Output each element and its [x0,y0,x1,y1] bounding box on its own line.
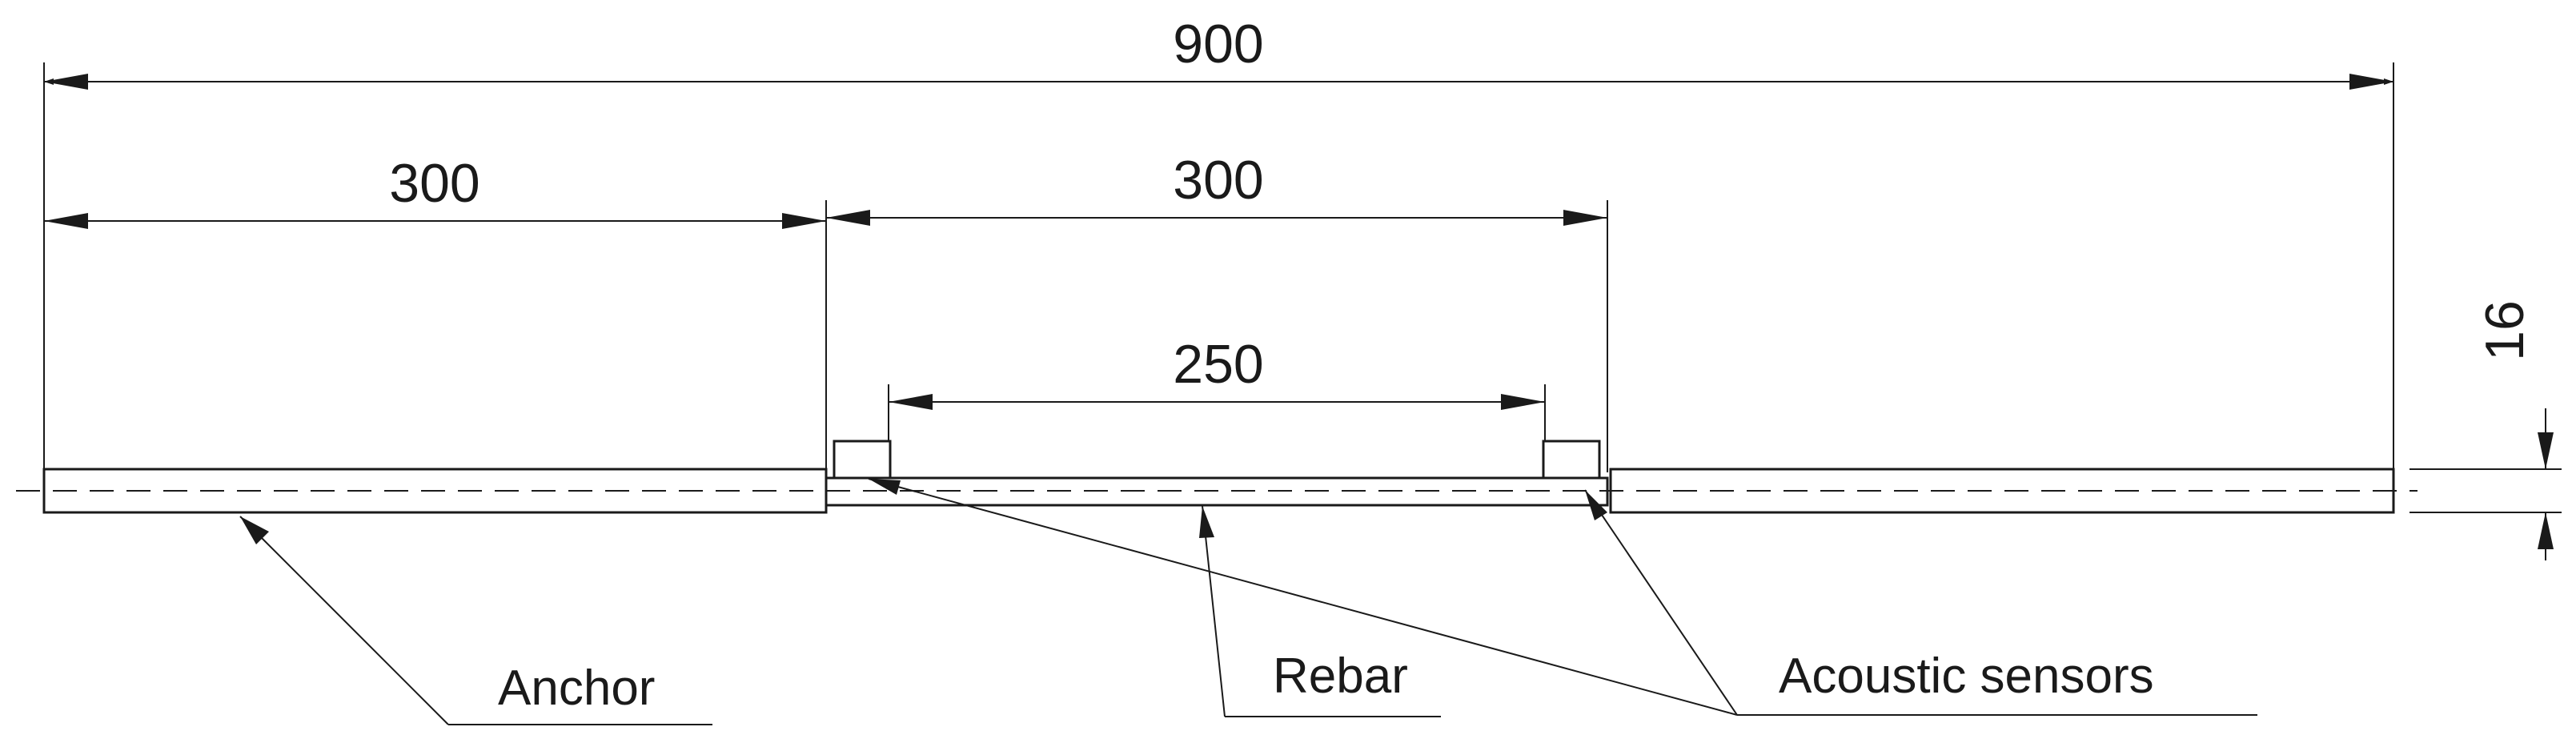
extension-lines [43,62,2562,513]
dimension-rebar-length: 300 [826,150,1607,226]
dimension-rebar-label: 300 [1173,150,1263,211]
dimension-overall: 900 [44,14,2393,90]
acoustic-sensor-left [833,440,892,480]
leader-rebar: Rebar [1199,505,1441,717]
dimension-diameter: 16 [2474,300,2554,560]
dimension-anchor-length: 300 [44,153,826,229]
dimension-overall-label: 900 [1173,14,1263,74]
leader-anchor: Anchor [239,516,712,725]
label-rebar: Rebar [1273,649,1408,704]
label-anchor: Anchor [498,661,655,716]
specimen-bodies [16,440,2418,514]
dimension-anchor-label: 300 [389,153,479,214]
dimension-sensor-spacing: 250 [889,334,1545,410]
dimension-sensor-spacing-label: 250 [1173,334,1263,395]
acoustic-sensor-right [1542,440,1601,480]
dimension-diameter-label: 16 [2474,300,2535,361]
label-acoustic-sensors: Acoustic sensors [1779,649,2154,704]
leader-acoustic-sensors: Acoustic sensors [868,478,2257,716]
